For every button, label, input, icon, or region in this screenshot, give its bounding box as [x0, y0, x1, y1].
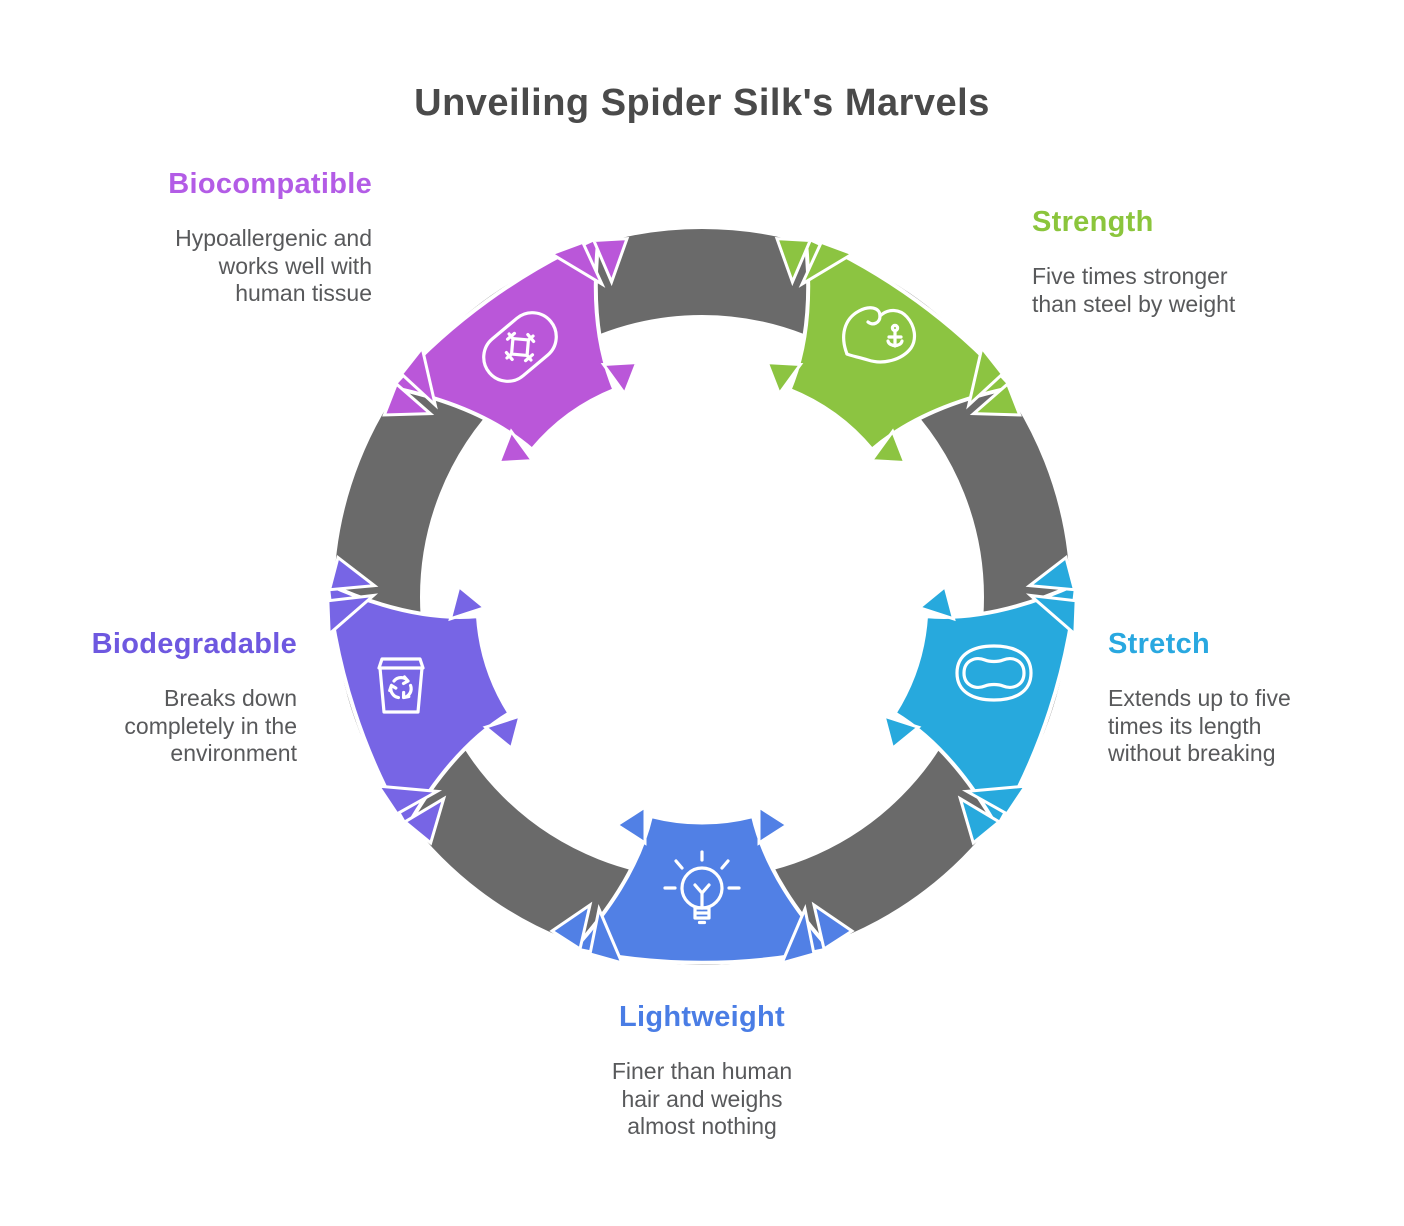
biodegradable-heading: Biodegradable: [91, 628, 297, 660]
biocompatible-heading: Biocompatible: [168, 168, 372, 200]
biodegradable-text-block: Biodegradable Breaks down completely in …: [0, 628, 297, 768]
strength-text-block: Strength Five times stronger than steel …: [1032, 206, 1362, 318]
lightweight-text-block: Lightweight Finer than human hair and we…: [522, 1001, 882, 1141]
stretch-heading: Stretch: [1108, 628, 1211, 660]
page-title: Unveiling Spider Silk's Marvels: [414, 82, 990, 124]
biodegradable-description: Breaks down completely in the environmen…: [124, 685, 297, 767]
biocompatible-description: Hypoallergenic and works well with human…: [175, 225, 372, 307]
stretch-blob-icon: [955, 644, 1033, 702]
muscle-arm-icon: [842, 306, 917, 364]
lightweight-heading: Lightweight: [619, 1001, 785, 1033]
bandage-icon: [482, 311, 558, 383]
lightweight-description: Finer than human hair and weighs almost …: [611, 1058, 793, 1140]
recycle-bin-icon: [377, 657, 425, 714]
stretch-text-block: Stretch Extends up to five times its len…: [1108, 628, 1398, 768]
strength-description: Five times stronger than steel by weight: [1032, 263, 1236, 317]
biocompatible-text-block: Biocompatible Hypoallergenic and works w…: [42, 168, 372, 308]
lightbulb-icon: [663, 850, 741, 925]
strength-heading: Strength: [1032, 206, 1154, 238]
stretch-description: Extends up to five times its length with…: [1108, 685, 1291, 767]
